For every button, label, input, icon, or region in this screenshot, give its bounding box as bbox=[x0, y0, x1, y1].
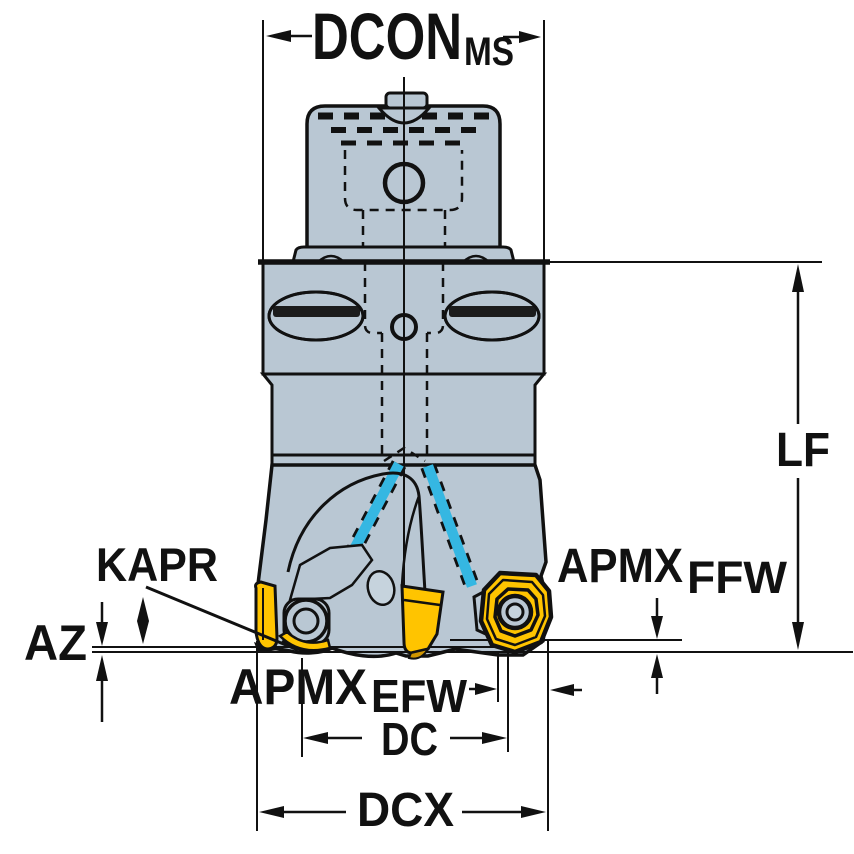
dim-apmx-efw: APMX EFW bbox=[229, 653, 582, 722]
dcon-arrow-right bbox=[519, 31, 541, 43]
label-apmx-efw: APMX bbox=[229, 659, 367, 715]
label-kapr: KAPR bbox=[96, 538, 218, 591]
label-apmx-ffw-sub: FFW bbox=[687, 552, 788, 603]
insert-screw-center bbox=[505, 602, 525, 622]
ffw-arrow-down bbox=[651, 616, 663, 639]
dim-kapr: KAPR bbox=[96, 538, 299, 652]
label-apmx-efw-sub: EFW bbox=[371, 670, 468, 722]
insert-peripheral-octagon bbox=[478, 570, 554, 655]
dc-arrow-right bbox=[482, 732, 507, 744]
az-arrow-down bbox=[96, 622, 108, 646]
dcx-arrow-right bbox=[521, 806, 546, 818]
efw-arrow-right bbox=[475, 683, 497, 695]
kapr-angle-line bbox=[145, 585, 299, 652]
dcx-arrow-left bbox=[259, 806, 284, 818]
az-arrow-up bbox=[96, 655, 108, 681]
drive-slot-left-rim bbox=[267, 290, 365, 342]
dim-az: AZ bbox=[24, 602, 108, 722]
chip-gullet-blob bbox=[366, 569, 396, 607]
hidden-bore-lines bbox=[363, 262, 445, 463]
cartridge-facet bbox=[288, 543, 374, 602]
insert-round-edge bbox=[277, 630, 332, 652]
bore-dash-outer-right bbox=[427, 262, 445, 335]
bore-dash-outer-left bbox=[363, 262, 382, 335]
flute-curve bbox=[286, 471, 427, 593]
dim-dcx: DCX bbox=[256, 640, 549, 837]
dim-lf: LF bbox=[550, 261, 830, 650]
insert-center-tip bbox=[407, 647, 431, 660]
shank-top-boss bbox=[384, 91, 429, 110]
dim-dc: DC bbox=[301, 653, 509, 765]
efw-arrow-left bbox=[550, 684, 574, 696]
clamp-screw-hole bbox=[292, 607, 320, 635]
label-dcon: DCON bbox=[312, 0, 462, 73]
label-lf: LF bbox=[776, 424, 830, 477]
label-az: AZ bbox=[24, 615, 87, 671]
dim-apmx-ffw: APMX FFW bbox=[557, 540, 788, 694]
dc-arrow-left bbox=[303, 732, 328, 744]
insert-center-axial bbox=[400, 584, 445, 660]
coolant-duct-right bbox=[423, 464, 477, 588]
octagon-inner-2 bbox=[493, 587, 540, 638]
label-dcon-sub: MS bbox=[464, 30, 514, 74]
bore-dash-apex bbox=[383, 446, 426, 463]
insert-left-strip bbox=[254, 580, 332, 653]
ffw-arrow-up bbox=[651, 654, 663, 678]
drive-slot-right-rim bbox=[443, 290, 541, 342]
kapr-arrow-down bbox=[137, 621, 149, 644]
label-dc: DC bbox=[381, 713, 438, 765]
lf-arrow-up bbox=[792, 264, 804, 292]
octagon-inner-1 bbox=[485, 578, 547, 647]
label-dcx: DCX bbox=[357, 784, 454, 837]
dcon-arrow-left bbox=[266, 30, 291, 42]
label-apmx-ffw: APMX bbox=[557, 540, 683, 593]
insert-left-body bbox=[254, 580, 279, 651]
drive-slot-right-groove bbox=[449, 306, 536, 317]
insert-center-facet bbox=[403, 598, 441, 607]
flute-inner-line bbox=[400, 495, 421, 586]
drive-slot-left-groove bbox=[273, 306, 360, 317]
kapr-arrow-up bbox=[137, 597, 149, 621]
dim-dcon-ms: DCON MS bbox=[262, 0, 545, 262]
lf-arrow-down bbox=[792, 622, 804, 650]
